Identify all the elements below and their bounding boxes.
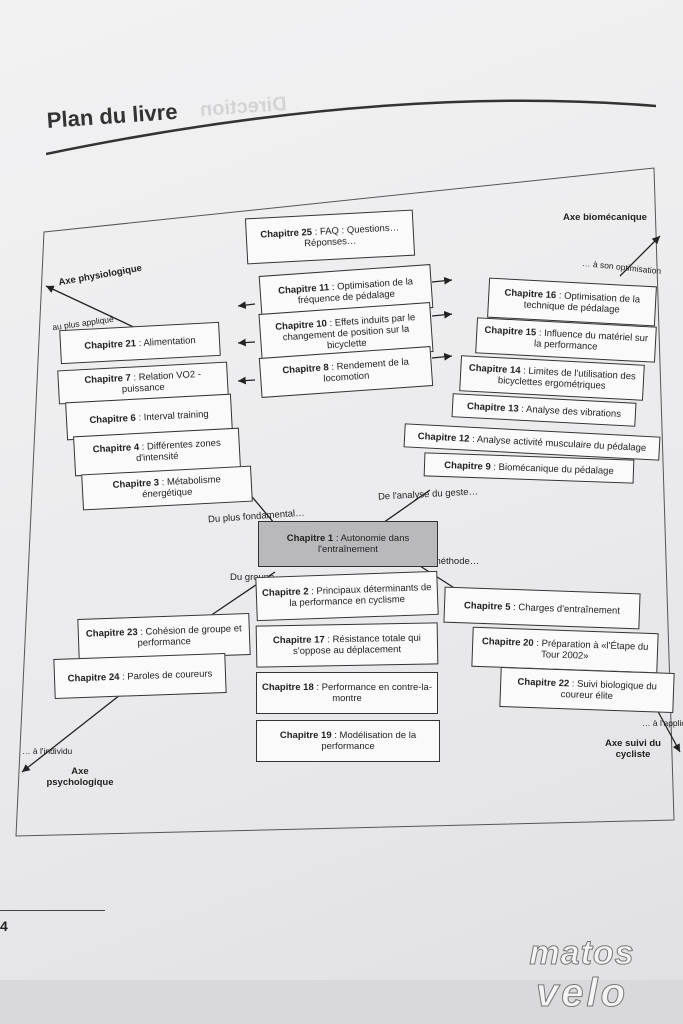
chapter-25-box[interactable]: Chapitre 25 : FAQ : Questions… Réponses… <box>244 209 416 265</box>
logo-line-2: velo <box>536 971 628 1012</box>
chapter-22-box[interactable]: Chapitre 22 : Suivi biologique du coureu… <box>499 666 675 714</box>
chapter-18-box[interactable]: Chapitre 18 : Performance en contre-la-m… <box>256 672 438 714</box>
diagram-frame <box>15 167 675 837</box>
axis-suivi-cycliste: Axe suivi du cycliste <box>605 738 661 760</box>
axis-psycho-note: … à l'individu <box>22 746 73 756</box>
header-rule <box>46 99 656 156</box>
chapter-2-box[interactable]: Chapitre 2 : Principaux déterminants de … <box>255 570 439 622</box>
chapter-5-box[interactable]: Chapitre 5 : Charges d'entraînement <box>443 586 641 630</box>
axis-suivi-note: … à l'applique <box>642 718 683 728</box>
chapter-20-box[interactable]: Chapitre 20 : Préparation à «l'Étape du … <box>471 626 659 674</box>
caption-methode: De la méthode… <box>408 556 480 567</box>
chapter-17-box[interactable]: Chapitre 17 : Résistance totale qui s'op… <box>255 622 439 668</box>
chapter-1-box[interactable]: Chapitre 1 : Autonomie dans l'entraîneme… <box>258 521 438 567</box>
axis-psychologique: Axe psychologique <box>46 766 114 788</box>
logo-line-1: matos <box>529 934 634 972</box>
matosvelo-watermark-logo: matos velo <box>529 934 634 1013</box>
chapter-24-box[interactable]: Chapitre 24 : Paroles de coureurs <box>53 653 227 699</box>
footer-rule <box>0 910 105 911</box>
axis-biomecanique: Axe biomécanique <box>563 212 647 223</box>
page-number: 4 <box>0 918 8 934</box>
chapter-19-box[interactable]: Chapitre 19 : Modélisation de la perform… <box>256 720 440 762</box>
